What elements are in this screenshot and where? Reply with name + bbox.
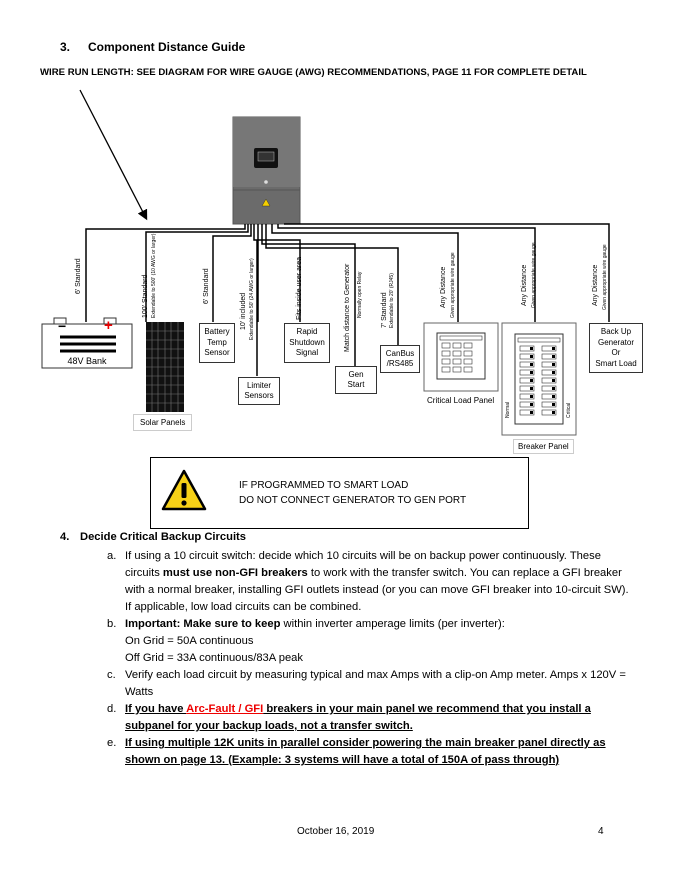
rapid-line1: Rapid xyxy=(296,327,318,337)
gen-wire-sublabel: Normally open Relay xyxy=(357,271,363,318)
section-4-number: 4. xyxy=(60,531,70,543)
breaker-wire-sublabel: Given appropriate wire gauge xyxy=(531,242,537,308)
canbus-wire-label: 7' Standard xyxy=(381,292,388,328)
item-e-letter: e. xyxy=(107,737,117,749)
critical-load-panel-icon xyxy=(423,322,499,392)
item-d-letter: d. xyxy=(107,703,117,715)
limiter-line2: Sensors xyxy=(244,391,274,400)
battery-plus: + xyxy=(104,317,113,334)
item-a-text-2: to work with the transfer switch. You ca… xyxy=(125,567,629,613)
gen-start-box: Gen Start xyxy=(335,366,377,394)
solar-panels-label: Solar Panels xyxy=(133,414,193,431)
item-a-bold: must use non-GFI breakers xyxy=(162,567,308,579)
breaker-side-right-label: Critical xyxy=(566,402,572,418)
canbus-box: CanBus /RS485 xyxy=(380,345,420,373)
breaker-panel-icon xyxy=(501,322,577,436)
list-item-c: c. Verify each load circuit by measuring… xyxy=(107,667,637,701)
temp-sensor-line1: Battery xyxy=(204,327,230,337)
battery-wire-label: 6' Standard xyxy=(75,258,82,294)
canbus-line1: CanBus xyxy=(385,348,415,358)
temp-sensor-line3: Sensor xyxy=(204,348,230,358)
solar-wire-sublabel: Extendable to 500' (10 AWG or larger) xyxy=(151,233,157,318)
gen-start-line2: Start xyxy=(347,380,365,389)
wire-run-note: WIRE RUN LENGTH: SEE DIAGRAM FOR WIRE GA… xyxy=(40,67,587,78)
smart-load-warning-box: IF PROGRAMMED TO SMART LOAD DO NOT CONNE… xyxy=(150,457,529,529)
warning-line-2: DO NOT CONNECT GENERATOR TO GEN PORT xyxy=(239,495,467,506)
warning-line-1: IF PROGRAMMED TO SMART LOAD xyxy=(239,480,409,491)
section-3-title: Component Distance Guide xyxy=(88,40,246,54)
list-item-a: a. If using a 10 circuit switch: decide … xyxy=(107,548,637,616)
list-item-e: e. If using multiple 12K units in parall… xyxy=(107,735,637,769)
solar-panel-icon xyxy=(146,322,184,412)
battery-icon xyxy=(41,317,133,369)
warning-text: IF PROGRAMMED TO SMART LOAD DO NOT CONNE… xyxy=(239,478,466,508)
item-d-text-2: breakers in your main panel we recommend… xyxy=(125,703,591,732)
item-e-text: If using multiple 12K units in parallel … xyxy=(125,737,606,766)
solar-wire-label: 100' Standard xyxy=(142,274,149,318)
footer-date: October 16, 2019 xyxy=(297,826,375,837)
item-b-text-1: within inverter amperage limits (per inv… xyxy=(280,618,505,630)
temp-wire-label: 6' Standard xyxy=(203,268,210,304)
warning-triangle-icon xyxy=(161,469,207,511)
rapid-line3: Signal xyxy=(295,348,319,358)
canbus-line2: /RS485 xyxy=(386,359,414,368)
backup-gen-line1: Back Up xyxy=(600,327,632,336)
footer-page-number: 4 xyxy=(598,826,604,837)
wires xyxy=(85,223,610,376)
backup-gen-line3: Or xyxy=(611,348,621,357)
item-b-off-grid: Off Grid = 33A continuous/83A peak xyxy=(125,652,303,664)
critical-load-panel-label: Critical Load Panel xyxy=(427,396,495,405)
list-item-b: b. Important: Make sure to keep within i… xyxy=(107,616,637,667)
critical-wire-label: Any Distance xyxy=(440,266,447,308)
battery-label: 48V Bank xyxy=(67,356,107,366)
battery-minus: − xyxy=(58,318,67,334)
item-d-red-text: Arc-Fault / GFI xyxy=(186,703,264,715)
section-4-heading: 4. Decide Critical Backup Circuits xyxy=(60,531,246,543)
section-4-title: Decide Critical Backup Circuits xyxy=(80,531,247,543)
breaker-panel-label: Breaker Panel xyxy=(513,439,574,454)
limiter-sensors-box: Limiter Sensors xyxy=(238,377,280,405)
backup-wire-label: Any Distance xyxy=(592,264,599,306)
rapid-shutdown-box: Rapid Shutdown Signal xyxy=(284,323,330,363)
gen-wire-label: Match distance to Generator xyxy=(344,263,351,352)
battery-temp-sensor-box: Battery Temp Sensor xyxy=(199,323,235,363)
item-c-text: Verify each load circuit by measuring ty… xyxy=(125,669,626,698)
breaker-side-left-label: Normal xyxy=(505,401,511,418)
backup-gen-line2: Generator xyxy=(597,337,635,347)
critical-wire-sublabel: Given appropriate wire gauge xyxy=(450,252,456,318)
gen-start-line1: Gen xyxy=(348,369,364,379)
item-b-bold: Important: Make sure to keep xyxy=(125,618,281,630)
limiter-wire-sublabel: Extendable to 50' (24 AWG or larger) xyxy=(249,258,255,340)
section-3-number: 3. xyxy=(60,40,71,54)
item-c-letter: c. xyxy=(107,669,116,681)
item-b-on-grid: On Grid = 50A continuous xyxy=(125,635,254,647)
limiter-line1: Limiter xyxy=(246,380,271,390)
temp-sensor-line2: Temp xyxy=(207,337,227,347)
breaker-wire-label: Any Distance xyxy=(521,264,528,306)
canbus-wire-sublabel: Extendable to 20' (RJ45) xyxy=(389,273,395,328)
backup-generator-box: Back Up Generator Or Smart Load xyxy=(589,323,643,373)
section-3-heading: 3. Component Distance Guide xyxy=(60,40,245,54)
item-a-letter: a. xyxy=(107,550,117,562)
backup-gen-line4: Smart Load xyxy=(595,358,637,368)
rapid-line2: Shutdown xyxy=(289,337,325,347)
rapid-wire-label: Fits inside user area xyxy=(296,256,303,320)
backup-wire-sublabel: Given appropriate wire gauge xyxy=(602,244,608,310)
list-item-d: d. If you have Arc-Fault / GFI breakers … xyxy=(107,701,637,735)
inverter-unit xyxy=(232,116,301,225)
component-distance-diagram xyxy=(41,89,610,436)
item-a-text-1: If using a 10 circuit switch: decide whi… xyxy=(125,550,601,579)
limiter-wire-label: 10' included xyxy=(240,292,247,330)
pointer-arrow xyxy=(79,89,148,221)
item-d-text-1: If you have xyxy=(125,703,187,715)
backup-circuit-list: a. If using a 10 circuit switch: decide … xyxy=(107,548,637,769)
item-b-letter: b. xyxy=(107,618,117,630)
